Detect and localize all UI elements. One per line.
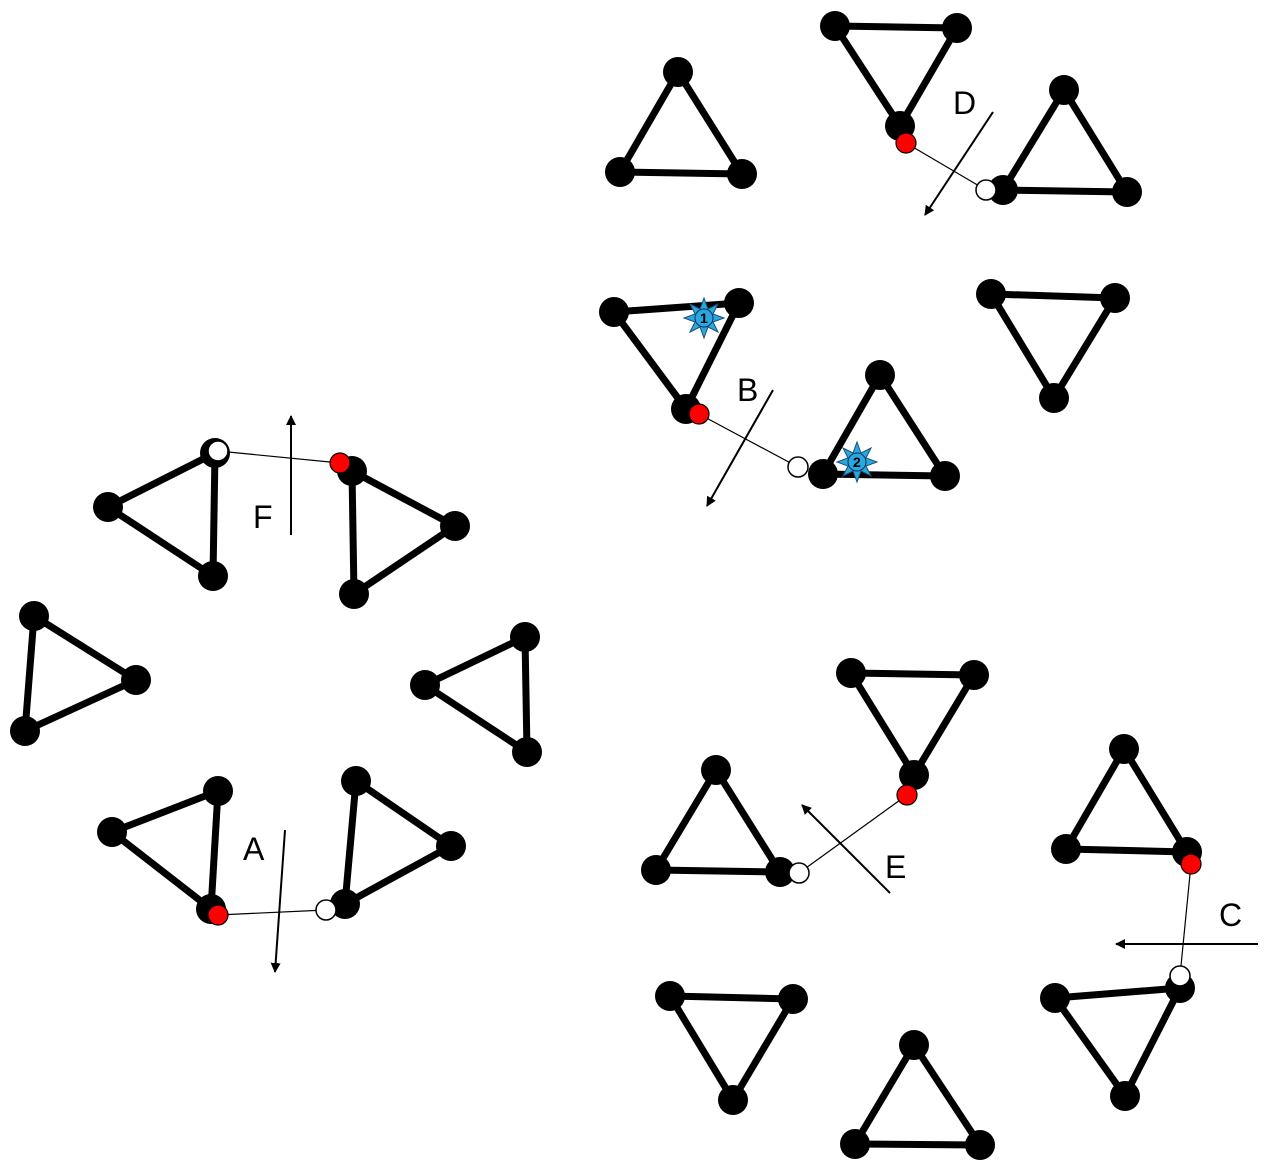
triangle-br-top [836,658,989,790]
link-f [217,450,341,464]
triangle-br-bottom [840,1030,995,1160]
open-dot-d [975,179,997,201]
open-dot-a [315,899,337,921]
triangle-br-right [1051,734,1202,867]
triangle-mid-left [599,288,754,424]
red-dot-d [895,132,917,154]
triangle-left-upper-left [93,438,230,591]
marker-2-number: 2 [853,454,861,470]
label-f: F [253,499,273,535]
link-e [798,794,908,874]
triangle-left-far-left [10,601,151,746]
triangle-mid-right [976,279,1130,413]
cluster-top-right: D B 1 2 [599,11,1142,507]
red-dot-a [207,904,229,926]
red-dot-c [1180,853,1202,875]
label-b: B [737,372,758,408]
open-dot-f [207,440,229,462]
link-b [698,413,799,468]
open-dot-b [787,456,809,478]
cluster-left: F A [10,415,542,973]
triangle-br-lower-left [655,981,808,1115]
triangle-left-lower-left [97,776,233,924]
arrow-e [801,804,891,894]
triangle-top-middle [820,11,972,141]
arrow-d [924,111,994,216]
open-dot-c [1169,965,1191,987]
open-dot-e [788,862,810,884]
arrow-b [706,389,774,507]
triangle-br-left [641,755,795,887]
cluster-bottom-right: E C [641,658,1258,1160]
marker-2: 2 [835,440,879,484]
triangle-top-left [605,57,757,189]
link-a [217,909,327,916]
red-dot-e [896,784,918,806]
marker-1-number: 1 [700,310,708,326]
link-c [1179,863,1192,977]
label-c: C [1219,897,1242,933]
label-a: A [243,831,265,867]
triangle-left-upper-right [337,456,470,609]
triangle-mid-center [808,360,960,491]
triangle-left-lower-right [330,766,466,919]
link-d [905,142,987,191]
triangle-left-far-right [410,622,542,767]
red-dot-f [329,452,351,474]
triangle-top-right [988,75,1142,207]
marker-1: 1 [682,296,726,340]
label-d: D [953,85,976,121]
red-dot-b [688,403,710,425]
triangle-br-lower-right [1040,973,1195,1111]
label-e: E [885,849,906,885]
arrow-a [270,829,286,973]
